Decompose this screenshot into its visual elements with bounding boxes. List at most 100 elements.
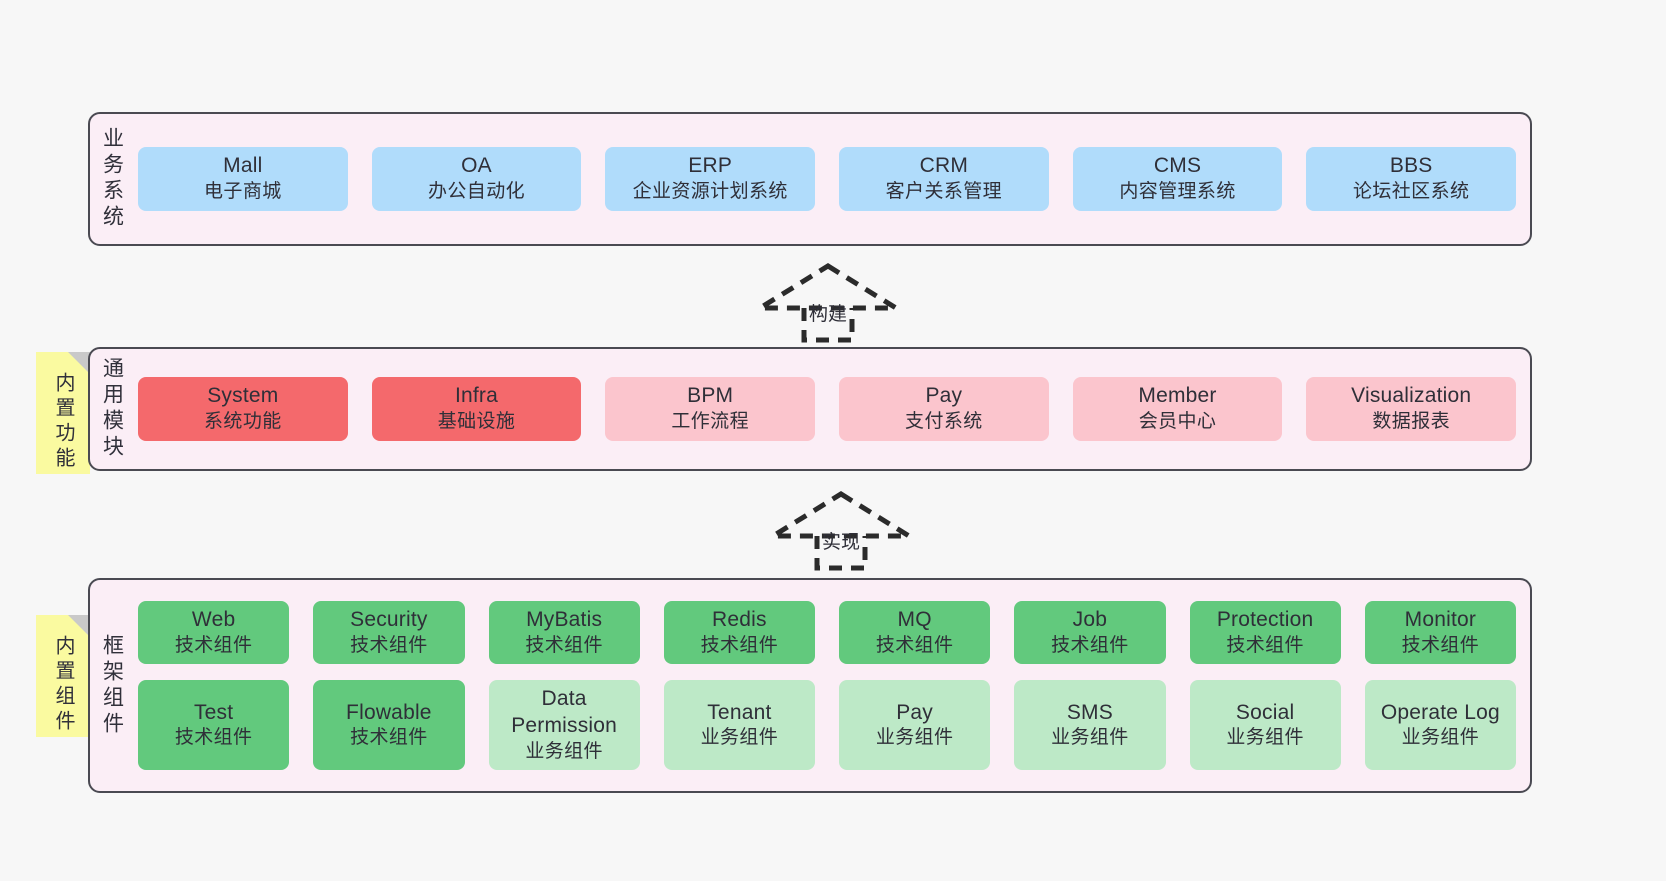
card-title: Visualization [1351,384,1472,408]
card-title: MyBatis [526,607,603,631]
card-oa[interactable]: OA 办公自动化 [371,147,582,211]
note-text: 内置组件 [52,635,74,735]
card-monitor[interactable]: Monitor 技术组件 [1364,600,1516,665]
card-pay-module[interactable]: Pay 支付系统 [839,377,1049,441]
card-subtitle: 业务组件 [1051,727,1129,749]
card-protection[interactable]: Protection 技术组件 [1189,600,1341,665]
card-title: ERP [688,154,733,178]
card-title: Security [350,607,428,631]
card-subtitle: 办公自动化 [428,181,526,203]
card-crm[interactable]: CRM 客户关系管理 [839,147,1049,211]
card-subtitle: 业务组件 [525,740,603,762]
card-job[interactable]: Job 技术组件 [1014,600,1166,665]
card-erp[interactable]: ERP 企业资源计划系统 [605,147,816,211]
card-subtitle: 技术组件 [174,634,253,656]
card-subtitle: 支付系统 [905,411,983,433]
card-subtitle: 工作流程 [671,411,749,433]
card-visualization[interactable]: Visualization 数据报表 [1306,377,1517,441]
card-subtitle: 技术组件 [525,634,603,656]
card-system[interactable]: System 系统功能 [138,377,348,441]
note-text: 内置功能 [52,372,74,472]
connector-build: 构建 [751,262,905,343]
card-subtitle: 数据报表 [1372,411,1450,433]
card-bbs[interactable]: BBS 论坛社区系统 [1306,147,1517,211]
card-mq[interactable]: MQ 技术组件 [839,600,991,665]
card-title: SMS [1066,700,1113,724]
note-builtin-components: 内置组件 [36,615,90,737]
card-security[interactable]: Security 技术组件 [313,600,465,665]
card-flowable[interactable]: Flowable 技术组件 [313,680,465,771]
card-row: Mall 电子商城 OA 办公自动化 ERP 企业资源计划系统 CRM 客户关系… [138,147,1517,211]
layer-label-framework-components: 框架组件 [90,580,134,791]
layer-label-text: 通用模块 [100,357,124,461]
card-subtitle: 系统功能 [204,411,282,433]
card-mybatis[interactable]: MyBatis 技术组件 [488,600,640,665]
layer-label-business-systems: 业务系统 [90,114,134,244]
card-title: Mall [223,154,263,178]
card-subtitle: 技术组件 [350,634,428,656]
card-web[interactable]: Web 技术组件 [138,600,290,665]
card-subtitle: 技术组件 [700,634,779,656]
connector-label: 实现 [821,532,861,553]
layer-label-common-modules: 通用模块 [90,349,134,469]
note-fold-corner [68,615,90,637]
card-redis[interactable]: Redis 技术组件 [663,600,815,665]
card-subtitle: 技术组件 [1226,634,1304,656]
card-mall[interactable]: Mall 电子商城 [138,147,348,211]
card-title: Protection [1216,607,1314,631]
card-subtitle: 电子商城 [204,181,282,203]
card-title: Test [193,700,234,724]
card-title: Job [1072,607,1108,631]
card-title: MQ [897,607,932,631]
card-test[interactable]: Test 技术组件 [138,680,290,771]
card-sms[interactable]: SMS 业务组件 [1014,680,1166,771]
card-title: Redis [712,607,767,631]
card-title: CMS [1153,154,1202,178]
connector-implement: 实现 [764,490,918,571]
card-subtitle: 内容管理系统 [1119,181,1236,203]
card-pay-component[interactable]: Pay 业务组件 [839,680,991,771]
card-title: Member [1138,384,1217,408]
card-title: Monitor [1404,607,1477,631]
layer-body-framework-components: Web 技术组件 Security 技术组件 MyBatis 技术组件 Redi… [134,580,1530,791]
layer-label-text: 框架组件 [100,633,124,738]
note-fold-corner [68,352,90,374]
card-title: Operate Log [1380,700,1500,724]
card-title: Data Permission [511,687,618,737]
layer-framework-components: 框架组件 Web 技术组件 Security 技术组件 MyBatis 技术组件… [88,578,1532,793]
card-bpm[interactable]: BPM 工作流程 [605,377,816,441]
card-subtitle: 客户关系管理 [885,181,1003,203]
card-title: System [207,384,279,408]
connector-label: 构建 [808,304,848,325]
card-subtitle: 业务组件 [875,727,954,749]
card-title: Pay [925,384,963,408]
card-subtitle: 技术组件 [1401,634,1480,656]
card-data-permission[interactable]: Data Permission 业务组件 [488,680,640,771]
layer-body-business-systems: Mall 电子商城 OA 办公自动化 ERP 企业资源计划系统 CRM 客户关系… [134,114,1530,244]
card-subtitle: 企业资源计划系统 [632,181,788,203]
card-tenant[interactable]: Tenant 业务组件 [663,680,815,771]
card-subtitle: 会员中心 [1138,411,1217,433]
card-infra[interactable]: Infra 基础设施 [371,377,582,441]
card-title: BBS [1389,154,1433,178]
note-builtin-features: 内置功能 [36,352,90,474]
card-social[interactable]: Social 业务组件 [1189,680,1341,771]
card-subtitle: 论坛社区系统 [1352,181,1470,203]
card-title: BPM [687,384,734,408]
card-subtitle: 技术组件 [875,634,954,656]
card-title: Tenant [707,700,772,724]
card-title: CRM [919,154,969,178]
card-member[interactable]: Member 会员中心 [1072,377,1283,441]
card-title: Social [1235,700,1295,724]
card-title: Web [191,607,236,631]
card-subtitle: 基础设施 [437,411,516,433]
card-subtitle: 技术组件 [174,727,253,749]
card-subtitle: 业务组件 [700,727,779,749]
card-cms[interactable]: CMS 内容管理系统 [1072,147,1283,211]
card-title: Infra [454,384,499,408]
card-operate-log[interactable]: Operate Log 业务组件 [1364,680,1516,771]
layer-label-text: 业务系统 [100,127,124,231]
card-subtitle: 业务组件 [1226,727,1304,749]
layer-body-common-modules: System 系统功能 Infra 基础设施 BPM 工作流程 Pay 支付系统… [134,349,1530,469]
card-row: System 系统功能 Infra 基础设施 BPM 工作流程 Pay 支付系统… [138,377,1517,441]
